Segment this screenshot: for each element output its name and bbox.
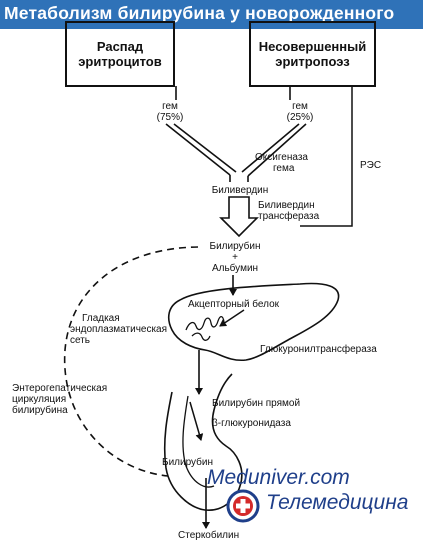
stercobilin-label: Стеркобилин — [178, 530, 240, 541]
medical-cross-icon — [226, 489, 260, 523]
enterohepatic-label: Энтерогепатическая циркуляция билирубина — [12, 383, 107, 416]
rbc-box-line2: эритроцитов — [78, 54, 162, 69]
ser-line2: эндоплазматическая — [70, 324, 168, 335]
eh-line1: Энтерогепатическая — [12, 383, 108, 394]
arrow-to-er — [219, 309, 245, 327]
heme-right-line1: гем — [292, 101, 308, 112]
heme-convergence-lines — [165, 123, 307, 182]
glucuronyl-label: Глюкуронилтрансфераза — [260, 344, 377, 355]
intestine-outline — [163, 373, 243, 511]
oxygenase-line2: гема — [273, 163, 295, 174]
biliverdin-transferase-label: Биливердин трансфераза — [258, 200, 319, 222]
heme-right-label: гем (25%) — [280, 101, 320, 123]
oxygenase-line1: Оксигеназа — [255, 152, 308, 163]
eh-line2: циркуляция — [12, 394, 67, 405]
hollow-arrow-biliverdin-to-bilirubin — [219, 196, 259, 238]
rbc-breakdown-box: Распад эритроцитов — [65, 21, 175, 87]
bilirubin-albumin-label: Билирубин + Альбумин — [195, 241, 275, 274]
bvt-line2: трансфераза — [258, 211, 320, 222]
page-title: Метаболизм билирубина у новорожденного — [4, 3, 395, 23]
liver-outline — [167, 282, 340, 362]
bvt-line1: Биливердин — [258, 200, 315, 211]
ser-line3: сеть — [70, 335, 91, 346]
title-bar: Метаболизм билирубина у новорожденного — [0, 0, 423, 29]
arrow-direct-bilirubin — [189, 401, 204, 441]
heme-left-line2: (75%) — [156, 112, 184, 123]
heme-right-line2: (25%) — [286, 112, 314, 123]
ba-line2: + — [232, 252, 238, 263]
ie-box-line1: Несовершенный — [258, 39, 367, 54]
intestine-inner — [182, 395, 215, 488]
enterohepatic-dashed-curve — [63, 246, 199, 477]
bilirubin-gut-label: Билирубин — [162, 457, 213, 468]
heme-left-label: гем (75%) — [150, 101, 190, 123]
eh-line3: билирубина — [12, 405, 68, 416]
direct-bilirubin-label: Билирубин прямой — [212, 398, 301, 409]
res-label: РЭС — [360, 160, 382, 171]
oxygenase-label: Оксигеназа гема — [255, 152, 308, 174]
ineffective-erythropoiesis-box: Несовершенный эритропоэз — [249, 21, 376, 87]
ie-box-line2: эритропоэз — [275, 54, 350, 69]
watermark-telemed: Телемедицина — [266, 491, 409, 514]
glucuronidase-label: β-глюкуронидаза — [212, 418, 291, 429]
ba-line1: Билирубин — [209, 241, 261, 252]
heme-left-line1: гем — [162, 101, 178, 112]
acceptor-protein-label: Акцепторный белок — [188, 299, 280, 310]
smooth-er-label: Гладкая эндоплазматическая сеть — [70, 313, 167, 346]
ser-line1: Гладкая — [82, 313, 120, 324]
biliverdin-label: Биливердин — [211, 185, 269, 196]
watermark-site: Meduniver.com — [207, 466, 350, 489]
smooth-er-shape — [185, 315, 225, 341]
ba-line3: Альбумин — [211, 263, 259, 274]
rbc-box-line1: Распад — [96, 39, 144, 54]
